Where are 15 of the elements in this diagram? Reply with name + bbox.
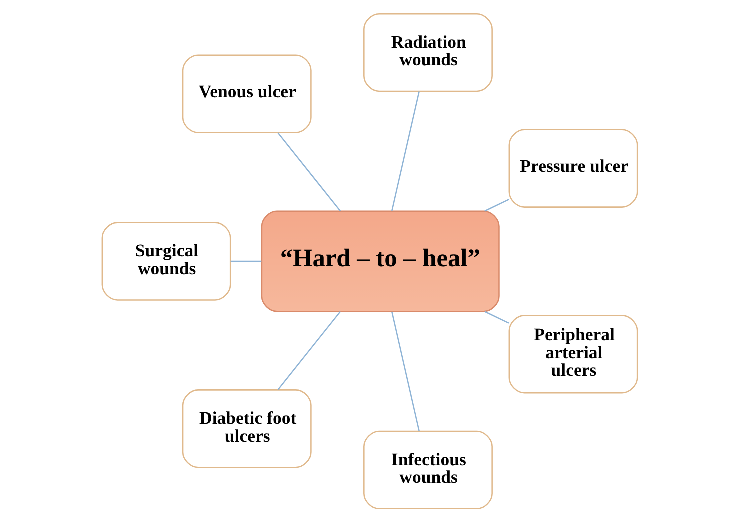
node-box: Peripheral arterial ulcers <box>508 314 638 394</box>
node-box: Pressure ulcer <box>508 128 638 208</box>
connector <box>484 198 509 212</box>
node-box: “Hard – to – heal” <box>260 210 500 312</box>
connector <box>391 311 420 431</box>
node-box: Infectious wounds <box>363 430 492 510</box>
node-box: Venous ulcer <box>182 54 312 133</box>
node-box: Surgical wounds <box>101 222 231 300</box>
connector <box>277 132 341 212</box>
connector <box>484 310 509 324</box>
node-box: Radiation wounds <box>363 12 492 92</box>
node-box: Diabetic foot ulcers <box>182 389 312 468</box>
connector <box>391 91 420 211</box>
connector <box>230 260 262 262</box>
connector <box>277 310 341 390</box>
